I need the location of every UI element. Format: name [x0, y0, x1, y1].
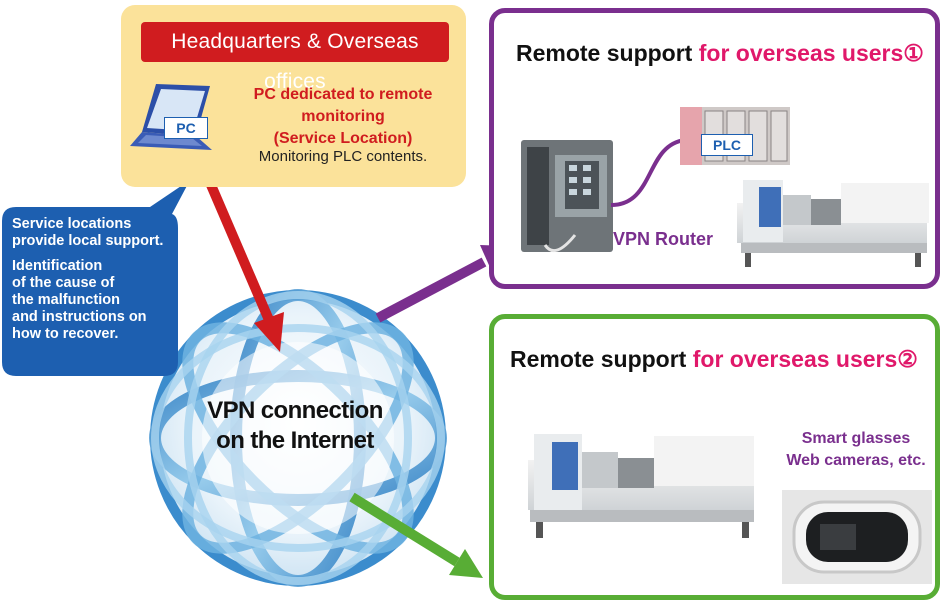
vpn-line2: on the Internet [216, 427, 374, 454]
smart-glasses-text: Smart glasses [801, 430, 911, 447]
bubble-line2: provide local support. [12, 233, 164, 249]
green-arrow [349, 492, 483, 578]
support-speech-bubble [2, 180, 190, 376]
vpn-router-icon [521, 140, 613, 253]
bubble-line6: and instructions on [12, 309, 147, 325]
web-cameras-text: Web cameras, etc. [786, 452, 926, 469]
plc-label: PLC [701, 134, 753, 156]
pc-dedicated-line1: PC dedicated to remote monitoring [253, 86, 433, 125]
panel1-title-prefix: Remote support [516, 40, 699, 66]
vpn-connection-label: VPN connection on the Internet [170, 396, 420, 456]
panel1-title: Remote support for overseas users① [516, 40, 924, 67]
bubble-line1: Service locations [12, 216, 132, 232]
panel1-title-highlight: for overseas users① [698, 40, 924, 66]
headquarters-title: Headquarters & Overseas offices [141, 22, 449, 93]
bubble-line3: Identification [12, 258, 103, 274]
smart-devices-label: Smart glasses Web cameras, etc. [776, 428, 936, 472]
vpn-line1: VPN connection [207, 397, 383, 424]
pc-dedicated-label: PC dedicated to remote monitoring (Servi… [225, 84, 461, 150]
panel2-title-prefix: Remote support [510, 346, 693, 372]
panel2-title-highlight: for overseas users② [692, 346, 918, 372]
web-camera-icon [782, 490, 932, 584]
support-bubble-text: Service locations provide local support.… [12, 216, 167, 351]
panel2-title: Remote support for overseas users② [510, 346, 918, 373]
injection-molding-machine-icon [528, 434, 754, 538]
panel2-equipment [528, 434, 932, 584]
bubble-line4: of the cause of [12, 275, 115, 291]
pc-dedicated-line2: (Service Location) [273, 130, 413, 147]
bubble-line7: how to recover. [12, 326, 119, 342]
plc-icon [680, 107, 790, 165]
globe-icon [149, 289, 447, 587]
injection-molding-machine-icon [737, 180, 929, 267]
router-plc-cable [610, 138, 686, 207]
vpn-router-label: VPN Router [613, 229, 714, 249]
monitoring-text: Monitoring PLC contents. [258, 148, 428, 165]
bubble-line5: the malfunction [12, 292, 120, 308]
panel1-equipment [521, 107, 929, 267]
pc-label: PC [164, 117, 208, 139]
